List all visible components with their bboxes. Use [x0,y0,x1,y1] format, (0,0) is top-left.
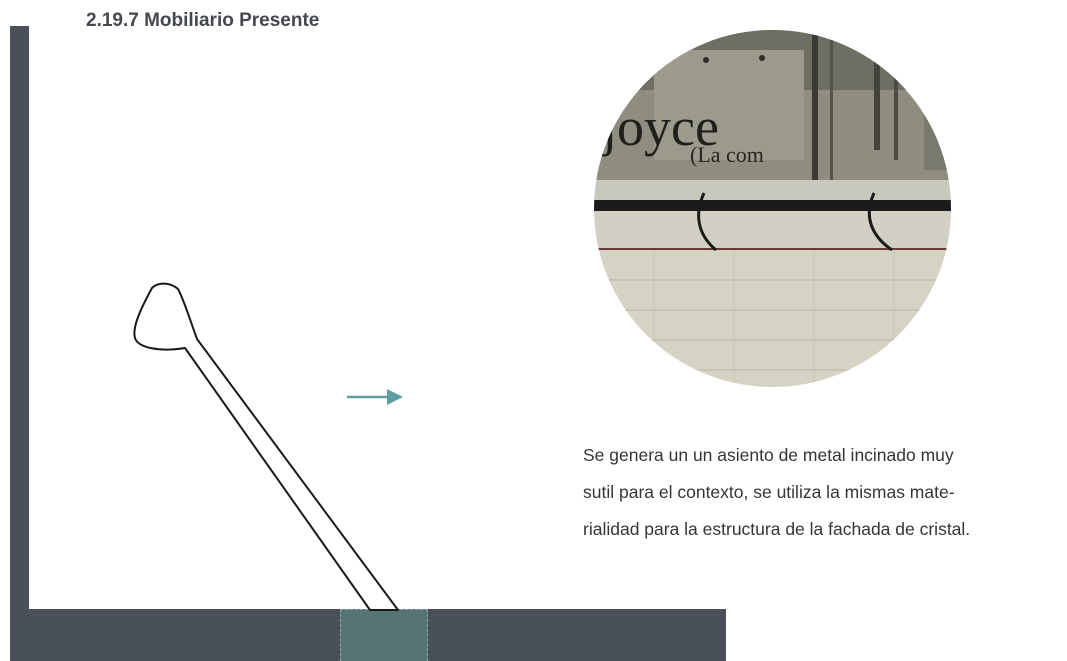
description-line-2: sutil para el contexto, se utiliza la mi… [583,482,955,502]
description-text: Se genera un un asiento de metal incinad… [583,437,1063,548]
description-line-1: Se genera un un asiento de metal incinad… [583,445,954,465]
section-title: 2.19.7 Mobiliario Presente [86,10,320,31]
arrow-right-icon [347,389,403,405]
seat-anchor-block [340,609,428,661]
wall-section [10,26,29,636]
detail-photo: joyce (La com [594,30,951,387]
photo-sign-subtitle: (La com [690,142,764,167]
description-line-3: rialidad para la estructura de la fachad… [583,519,971,539]
